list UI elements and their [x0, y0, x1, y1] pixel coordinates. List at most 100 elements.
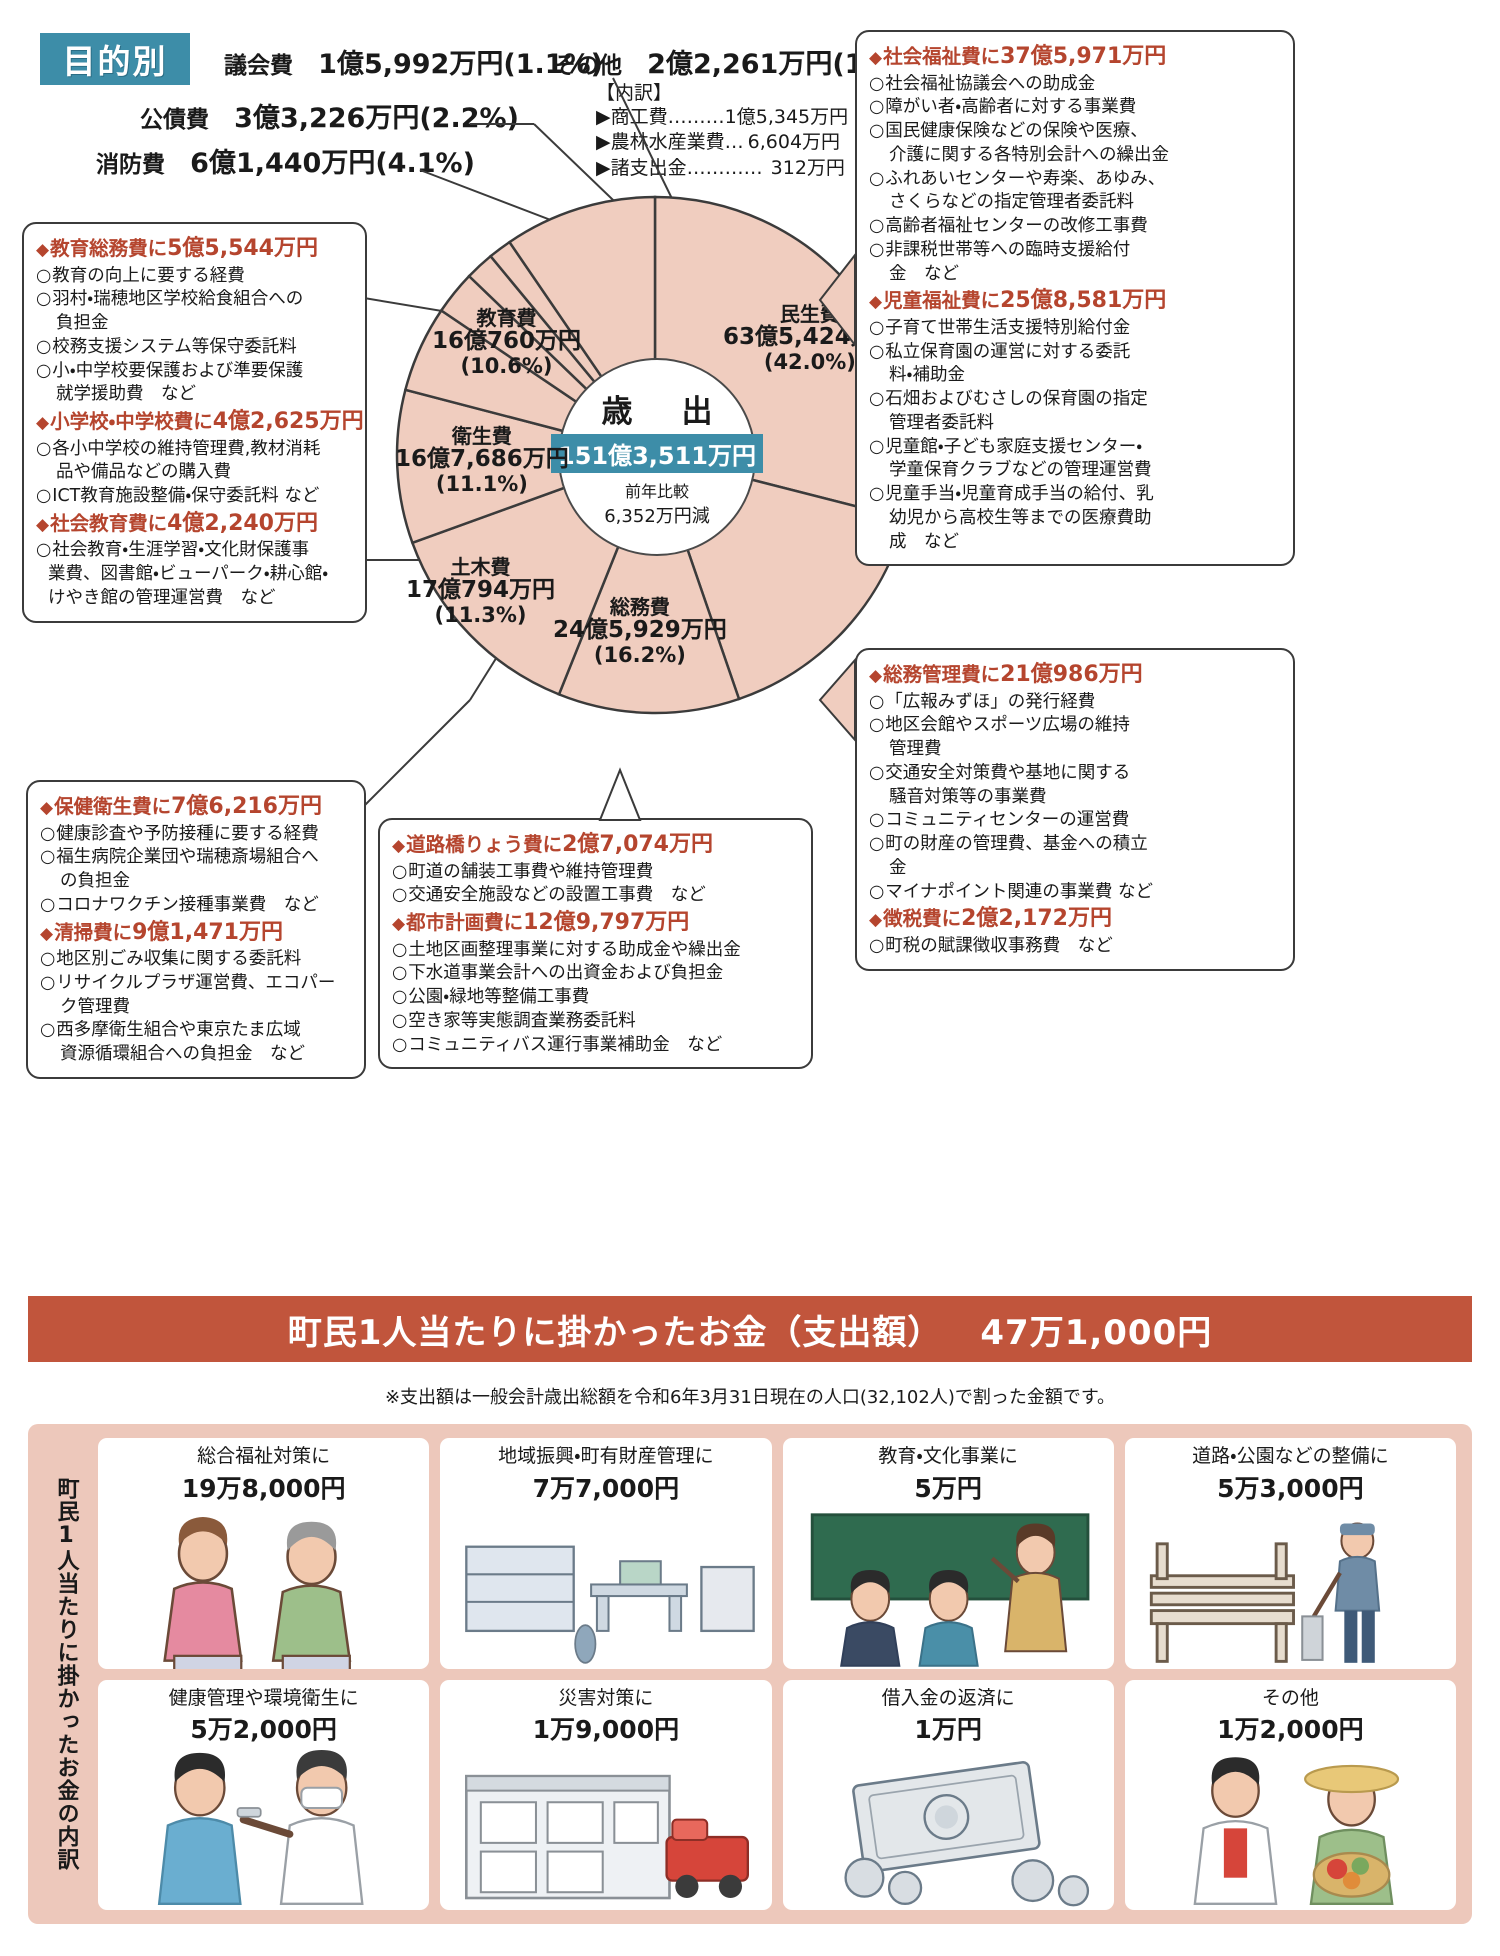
list-item-cont: 管理者委託料: [889, 412, 994, 433]
per-capita-card[interactable]: 道路・公園などの整備に 5万3,000円: [1124, 1438, 1456, 1669]
per-capita-card[interactable]: 健康管理や環境衛生に 5万2,000円: [98, 1679, 430, 1910]
per-capita-card[interactable]: その他 1万2,000円: [1124, 1679, 1456, 1910]
office-furniture-icon: [446, 1505, 765, 1669]
farmers-icon: [1131, 1746, 1450, 1910]
list-item-cont: 幼児から高校生等までの医療費助: [889, 507, 1152, 528]
per-capita-card[interactable]: 総合福祉対策に 19万8,000円: [98, 1438, 430, 1669]
card-amount: 1万2,000円: [1217, 1715, 1364, 1745]
list-item: ○マイナポイント関連の事業費 など: [869, 881, 1153, 902]
other-breakdown-value: 1億5,345万円: [724, 106, 849, 128]
list-item: ○校務支援システム等保守委託料: [36, 336, 297, 357]
list-item-cont: 金: [889, 857, 907, 878]
header-item-kosaihi: 公債費 3億3,226万円(2.2%): [140, 96, 519, 135]
list-item: ○コミュニティバス運行事業補助金 など: [392, 1034, 723, 1055]
circle-bullet-icon: ○: [869, 73, 885, 94]
circle-bullet-icon: ○: [869, 691, 885, 712]
list-item: ○交通安全対策費や基地に関する: [869, 762, 1131, 783]
list-item: ○地区会館やスポーツ広場の維持: [869, 715, 1130, 736]
per-capita-note: ※支出額は一般会計歳出総額を令和6年3月31日現在の人口(32,102人)で割っ…: [384, 1387, 1116, 1408]
circle-bullet-icon: ○: [869, 216, 885, 236]
per-capita-panel-title: 町民1人当たりに掛かったお金の内訳: [53, 1477, 79, 1871]
list-item: ○町税の賦課徴収事務費 など: [869, 935, 1113, 956]
card-amount: 5万2,000円: [190, 1715, 337, 1745]
other-breakdown-dots: ………: [667, 106, 725, 128]
per-capita-banner-label: 町民1人当たりに掛かったお金（支出額）: [287, 1312, 943, 1353]
list-item: ○コロナワクチン接種事業費 など: [40, 894, 319, 915]
circle-bullet-icon: ○: [40, 894, 56, 915]
per-capita-card[interactable]: 借入金の返済に 1万円: [782, 1679, 1114, 1910]
circle-bullet-icon: ○: [392, 987, 408, 1007]
list-item: ○国民健康保険などの保険や医療、: [869, 121, 1148, 141]
per-capita-card[interactable]: 教育・文化事業に 5万円: [782, 1438, 1114, 1669]
list-item: ○公園・緑地等整備工事費: [392, 987, 590, 1007]
header-item-shoubouhi: 消防費 6億1,440万円(4.1%): [96, 141, 475, 180]
list-item-cont: けやき館の管理運営費 など: [48, 587, 276, 608]
donut-center-amount: 151億3,511万円: [551, 434, 764, 473]
list-item-cont: 管理費: [889, 739, 942, 759]
list-item: ○教育の向上に要する経費: [36, 265, 245, 286]
circle-bullet-icon: ○: [40, 847, 56, 868]
category-heading: ◆児童福祉費に25億8,581万円: [869, 288, 1167, 314]
card-label: 道路・公園などの整備に: [1192, 1445, 1389, 1467]
donut-center-sub-label: 前年比較: [624, 482, 689, 501]
list-item: ○健康診査や予防接種に要する経費: [40, 823, 319, 844]
circle-bullet-icon: ○: [40, 823, 56, 844]
circle-bullet-icon: ○: [392, 1010, 408, 1031]
list-item: ○社会教育・生涯学習・文化財保護事: [36, 540, 310, 561]
callout-arrow-civil: [598, 767, 642, 821]
other-breakdown: 【内訳】 ▶商工費………1億5,345万円 ▶農林水産業費…6,604万円 ▶諸…: [596, 78, 848, 181]
list-item: ○下水道事業会計への出資金および負担金: [392, 963, 724, 984]
card-label: 健康管理や環境衛生に: [168, 1686, 359, 1709]
callout-general-affairs: ◆総務管理費に21億986万円 ○「広報みずほ」の発行経費 ○地区会館やスポーツ…: [855, 648, 1295, 971]
diamond-bullet-icon: ◆: [869, 48, 883, 68]
circle-bullet-icon: ○: [869, 121, 885, 141]
circle-bullet-icon: ○: [392, 885, 408, 906]
diamond-bullet-icon: ◆: [36, 240, 50, 260]
list-item: ○私立保育園の運営に対する委託: [869, 341, 1131, 362]
list-item: ○「広報みずほ」の発行経費: [869, 691, 1096, 712]
vaccination-icon: [104, 1746, 423, 1910]
list-item: ○石畑およびむさしの保育園の指定: [869, 389, 1148, 409]
category-heading: ◆道路橋りょう費に2億7,074万円: [392, 832, 713, 857]
list-item-cont: 騒音対策等の事業費: [889, 786, 1047, 807]
category-heading: ◆教育総務費に5億5,544万円: [36, 236, 318, 261]
list-item-cont: 業費、図書館・ビューパーク・耕心館・: [48, 564, 329, 584]
category-heading: ◆小学校・中学校費に4億2,625万円: [36, 409, 364, 434]
list-item-cont: ク管理費: [60, 996, 130, 1017]
card-amount: 5万3,000円: [1217, 1473, 1364, 1503]
header-item-name: 消防費: [96, 152, 165, 178]
card-label: その他: [1261, 1686, 1319, 1709]
circle-bullet-icon: ○: [869, 239, 885, 260]
list-item-cont: 金 など: [889, 263, 959, 284]
donut-center: 歳 出 151億3,511万円 前年比較 6,352万円減: [551, 358, 764, 556]
diamond-bullet-icon: ◆: [392, 836, 406, 856]
circle-bullet-icon: ○: [869, 341, 885, 362]
per-capita-card[interactable]: 災害対策に 1万9,000円: [440, 1679, 772, 1910]
slice-kyouikuhi: [395, 388, 660, 545]
circle-bullet-icon: ○: [869, 935, 885, 956]
list-item: ○西多摩衛生組合や東京たま広域: [40, 1020, 301, 1041]
circle-bullet-icon: ○: [40, 972, 56, 993]
callout-health: ◆保健衛生費に7億6,216万円 ○健康診査や予防接種に要する経費 ○福生病院企…: [26, 780, 366, 1079]
list-item-cont: 介護に関する各特別会計への繰出金: [889, 144, 1169, 165]
category-heading: ◆社会福祉費に37億5,971万円: [869, 44, 1167, 69]
list-item: ○高齢者福祉センターの改修工事費: [869, 216, 1148, 236]
donut-center-sub-value: 6,352万円減: [604, 506, 710, 527]
list-item-cont: 品や備品などの購入費: [56, 462, 231, 483]
list-item: ○町の財産の管理費、基金への積立: [869, 834, 1148, 854]
list-item: ○土地区画整理事業に対する助成金や繰出金: [392, 939, 741, 960]
header-item-value: 6億1,440万円(4.1%): [190, 148, 475, 179]
slice-label-soumuhi: 総務費 24億5,929万円 (16.2%): [553, 595, 727, 668]
circle-bullet-icon: ○: [869, 317, 885, 338]
callout-education: ◆教育総務費に5億5,544万円 ○教育の向上に要する経費 ○羽村・瑞穂地区学校…: [22, 222, 367, 623]
list-item-cont: 就学援助費 など: [56, 384, 196, 405]
list-item-cont: 負担金: [56, 313, 109, 333]
per-capita-card[interactable]: 地域振興・町有財産管理に 7万7,000円: [440, 1438, 772, 1669]
circle-bullet-icon: ○: [392, 861, 408, 882]
page-category-badge: 目的別: [40, 33, 190, 85]
circle-bullet-icon: ○: [36, 289, 52, 310]
circle-bullet-icon: ○: [36, 540, 52, 561]
list-item: ○ふれあいセンターや寿楽、あゆみ、: [869, 168, 1166, 189]
diamond-bullet-icon: ◆: [36, 413, 50, 433]
card-amount: 5万円: [914, 1473, 982, 1503]
